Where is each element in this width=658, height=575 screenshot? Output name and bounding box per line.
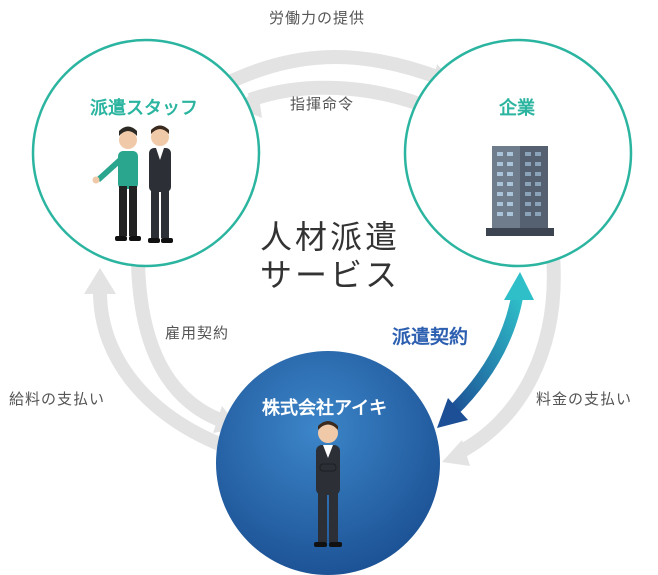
- salary-arrow: [84, 268, 238, 457]
- command-label: 指揮命令: [290, 95, 355, 113]
- center-title-line2: サービス: [259, 256, 400, 294]
- labor-provision-label: 労働力の提供: [269, 9, 366, 27]
- agency-title: 株式会社アイキ: [262, 398, 388, 419]
- dispatch-contract-arrow: [437, 272, 534, 428]
- center-title-line1: 人材派遣: [259, 218, 400, 256]
- agency-person-icon: [314, 421, 342, 547]
- center-title: 人材派遣 サービス: [240, 218, 420, 294]
- dispatch-contract-label: 派遣契約: [392, 326, 469, 348]
- fee-payment-label: 料金の支払い: [536, 390, 633, 408]
- staff-people-icon: [92, 125, 173, 243]
- company-title: 企業: [499, 98, 535, 119]
- fee-arrow: [442, 254, 561, 466]
- staff-title: 派遣スタッフ: [90, 98, 198, 119]
- building-icon: [486, 146, 554, 236]
- staff-circle: [31, 38, 261, 268]
- employment-contract-label: 雇用契約: [165, 324, 230, 342]
- salary-payment-label: 給料の支払い: [9, 390, 106, 408]
